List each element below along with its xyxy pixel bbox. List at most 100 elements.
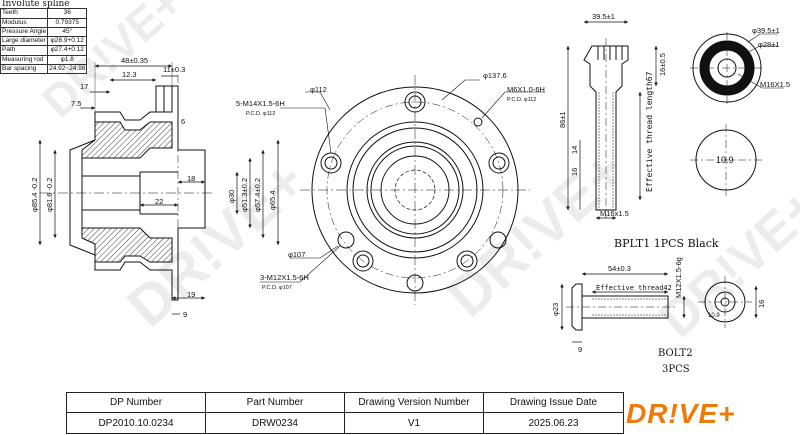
stud-hole: [320, 152, 342, 174]
dim-label: 19: [187, 290, 195, 299]
dim-label: 12.3: [122, 70, 137, 79]
bolt2-drawing: [560, 272, 758, 343]
stud: [155, 85, 165, 113]
dim-label: 16: [757, 300, 766, 308]
dim-label: 6: [181, 117, 185, 126]
bolt2-effective-thread: Effective thread42: [596, 284, 672, 292]
dim-label: 16±0.5: [658, 53, 667, 76]
thread-callout: 5-M14X1.5-6H: [236, 99, 285, 108]
dim-label: 16: [570, 168, 579, 176]
dim-label: φ28±1: [758, 40, 780, 49]
leader-line: [441, 79, 480, 101]
dim-label: φ39.5±1: [752, 26, 780, 35]
pcd-callout: P.C.D. φ112: [246, 111, 275, 117]
value-version: V1: [345, 413, 484, 433]
value-issue-date: 2025.06.23: [528, 417, 579, 429]
leader-line: [280, 107, 332, 154]
value-part-number: DRW0234: [206, 413, 345, 433]
dim-label: 14: [570, 146, 579, 154]
bolt2-qty: 3PCS: [662, 364, 690, 375]
screw-hole: [473, 117, 483, 127]
stud: [163, 85, 173, 113]
header-part-number: Part Number: [206, 393, 345, 413]
dim-label: 17: [80, 82, 88, 91]
dim-label: φ112: [310, 85, 327, 94]
stud-hole-inner: [356, 254, 370, 268]
bolt1-drawing: [566, 20, 784, 220]
leader-line: [737, 73, 784, 89]
hatch-upper: [81, 121, 173, 159]
dim-label: φ85.4 -0.2: [30, 178, 39, 212]
brand-logo: DR!VE+: [626, 398, 736, 429]
bolt1-effective-thread: Effective thread length67: [645, 71, 654, 192]
bolt1-labels: 39.5±1 16±0.5 86±1 14 16 M16x1.5 Effecti…: [558, 12, 790, 250]
dim-label: 39.5±1: [592, 12, 615, 21]
dim-label: 7.5: [71, 99, 81, 108]
dim-label: 86±1: [558, 111, 567, 128]
dim-label: φ137.6: [483, 71, 507, 80]
dim-label: 9: [183, 310, 187, 319]
dim-label: φ23: [551, 303, 560, 316]
dim-label: 9: [578, 345, 582, 354]
stud-hole: [488, 152, 510, 174]
dim-label: φ30: [227, 190, 236, 203]
spline-caption: Involute spline: [2, 0, 70, 9]
header-issue-date: Drawing Issue Date: [484, 393, 623, 413]
bolt-hole: [337, 231, 355, 249]
thread-callout: M6X1.0-6H: [507, 85, 545, 94]
leader-line: [290, 245, 339, 259]
dim-label: φ57.4±0.2: [253, 178, 262, 212]
dim-label: φ65.4: [268, 191, 277, 210]
watermark-text: DR!VE+: [649, 177, 800, 349]
watermark-text: DR!VE+: [32, 0, 193, 127]
stud-hole: [456, 250, 478, 272]
header-version: Drawing Version Number: [345, 393, 484, 413]
stud-hole-inner: [460, 254, 474, 268]
dim-label: 18: [187, 174, 195, 183]
bolt-hole: [489, 231, 507, 249]
hatch-lower: [81, 227, 173, 263]
dim-label: φ51.3±0.2: [240, 178, 249, 212]
leader-line: [481, 91, 545, 119]
header-dp-number: DP Number: [67, 393, 206, 413]
dim-label: φ107: [288, 250, 305, 259]
value-dp-number: DP2010.10.0234: [67, 413, 206, 433]
spline-value: 24.92~24.98: [47, 63, 88, 75]
leader-line: [747, 45, 778, 53]
bolt1-caption: BPLT1 1PCS Black: [614, 237, 719, 250]
leader-line: [305, 91, 331, 111]
dim-label: 11±0.3: [163, 65, 185, 74]
bolt1-grade: 10.9: [716, 155, 734, 165]
thread-callout: 3-M12X1.5-6H: [260, 273, 309, 282]
bolt2-head: [571, 283, 583, 331]
bolt2-grade: 10.9: [708, 313, 720, 319]
hub-front-view: [260, 75, 545, 305]
watermark-text: DR!VE+: [435, 138, 638, 330]
stud-lugs: [320, 91, 510, 292]
watermark-layer: DR!VE+ DR!VE+ DR!VE+ DR!VE+: [32, 0, 800, 349]
front-labels: 5-M14X1.5-6H P.C.D. φ112 φ112 φ137.6 M6X…: [236, 71, 545, 291]
bolt1-outline: [583, 45, 629, 211]
title-block: DP Number Part Number Drawing Version Nu…: [66, 392, 624, 434]
dim-label: 48±0.35: [121, 56, 148, 65]
dim-label: M16X1.5: [760, 80, 790, 89]
dim-label: M12X1.5-6g: [674, 257, 683, 298]
dim-label: M16x1.5: [600, 209, 629, 218]
pcd-callout: P.C.D. φ112: [507, 97, 536, 103]
stud-hole-inner: [324, 156, 338, 170]
side-dim-labels: 48±0.35 11±0.3 12.3 17 7.5 6 18 22 19 9 …: [30, 56, 277, 319]
pcd-callout: P.C.D. φ107: [262, 285, 292, 291]
leader-line: [747, 33, 778, 43]
dim-label: φ81.6 -0.2: [45, 178, 54, 212]
stud-hole-inner: [492, 156, 506, 170]
dim-label: 22: [155, 197, 163, 206]
dim-label: 54±0.3: [608, 264, 631, 273]
bolt2-labels: 54±0.3 Effective thread42 M12X1.5-6g φ23…: [551, 257, 766, 375]
bolt2-caption: BOLT2: [658, 348, 693, 359]
leader-line: [260, 245, 341, 283]
hub-side-section: [38, 62, 280, 315]
